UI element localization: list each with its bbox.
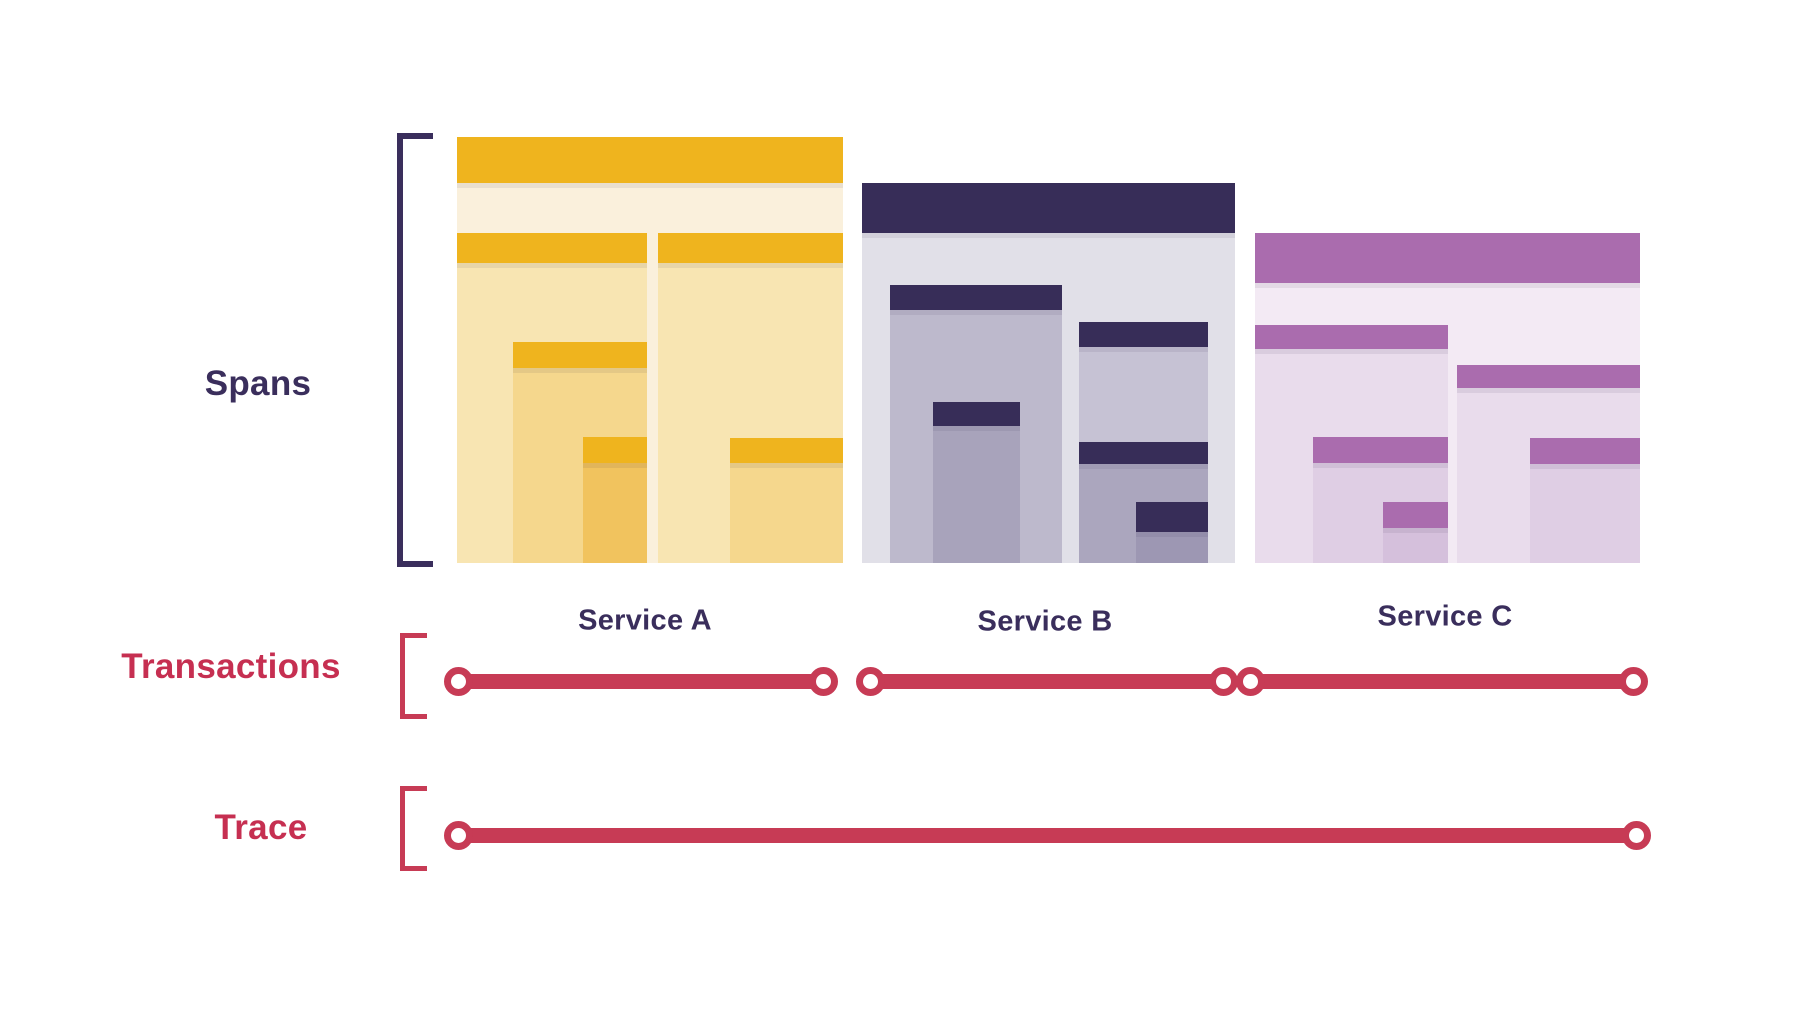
spans-bracket-top-tick — [397, 133, 433, 139]
service-b-span-depth-2 — [933, 402, 1020, 563]
trace-bracket-bar — [400, 786, 405, 871]
service-b-label: Service B — [977, 605, 1113, 638]
trace-endpoint-circle — [443, 820, 473, 850]
service-b-span-header-depth-2 — [1079, 442, 1208, 464]
transaction-segment — [870, 673, 1223, 689]
transaction-endpoint-circle — [443, 666, 473, 696]
transaction-endpoint-circle — [808, 666, 838, 696]
service-a-span-header-depth-0 — [457, 137, 843, 183]
service-a-span-header-depth-1 — [457, 233, 647, 263]
transactions-label: Transactions — [121, 647, 341, 686]
transactions-bracket-top-tick — [400, 633, 427, 638]
spans-bracket-bottom-tick — [397, 561, 433, 567]
spans-label: Spans — [204, 364, 312, 403]
transaction-endpoint-circle — [1618, 666, 1648, 696]
service-a-span-header-depth-2 — [513, 342, 647, 368]
spans-bracket-bar — [397, 133, 403, 567]
trace-segment — [458, 827, 1636, 843]
service-b-span-header-depth-1 — [890, 285, 1062, 310]
transaction-endpoint-circle — [1235, 666, 1265, 696]
trace-label: Trace — [214, 808, 308, 847]
service-a-span-header-depth-1 — [658, 233, 843, 263]
service-c-span-header-depth-3 — [1383, 502, 1448, 528]
service-b-span-header-depth-0 — [862, 183, 1235, 233]
service-c-span-header-depth-2 — [1313, 437, 1448, 463]
transaction-endpoint-circle — [1208, 666, 1238, 696]
service-a-span-header-depth-2 — [730, 438, 843, 463]
service-b-span-header-depth-1 — [1079, 322, 1208, 347]
service-b-span-header-depth-2 — [933, 402, 1020, 426]
trace-endpoint-circle — [1621, 820, 1651, 850]
transaction-segment — [458, 673, 823, 689]
service-c-span-header-depth-2 — [1530, 438, 1640, 464]
service-a-span-header-depth-3 — [583, 437, 647, 463]
service-c-span-header-depth-0 — [1255, 233, 1640, 283]
service-c-span-header-depth-1 — [1457, 365, 1640, 388]
transactions-bracket-bar — [400, 633, 405, 719]
service-c-span-header-depth-1 — [1255, 325, 1448, 349]
transactions-bracket-bottom-tick — [400, 714, 427, 719]
trace-bracket-top-tick — [400, 786, 427, 791]
transaction-endpoint-circle — [855, 666, 885, 696]
service-b-span-header-depth-3 — [1136, 502, 1208, 532]
transaction-segment — [1250, 673, 1633, 689]
service-c-label: Service C — [1377, 600, 1513, 633]
service-a-label: Service A — [578, 604, 712, 637]
trace-bracket-bottom-tick — [400, 866, 427, 871]
